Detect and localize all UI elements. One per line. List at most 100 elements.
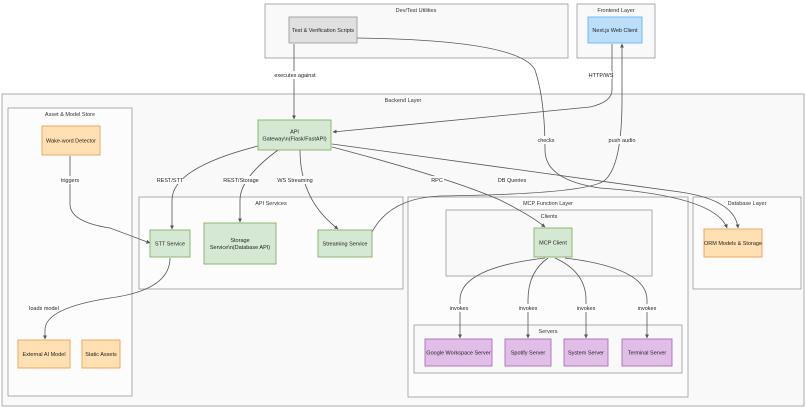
cluster-asset-store-title: Asset & Model Store xyxy=(45,112,95,118)
node-terminal-server-label: Terminal Server xyxy=(628,351,667,357)
label-checks: checks xyxy=(537,136,555,144)
edge-scripts-orm-checks xyxy=(355,37,728,229)
node-system-server-box xyxy=(563,338,609,367)
label-push-audio: push audio xyxy=(609,136,636,144)
svg-text:invokes: invokes xyxy=(638,306,657,312)
node-google-workspace-box xyxy=(424,338,493,367)
node-web-client-label: Next.js Web Client xyxy=(592,28,638,34)
node-test-scripts-label: Test & Verification Scripts xyxy=(292,28,354,34)
node-google-workspace[interactable]: Google Workspace Server xyxy=(424,338,493,367)
cluster-frontend-title: Frontend Layer xyxy=(597,8,634,14)
svg-text:HTTP/WS: HTTP/WS xyxy=(589,73,614,79)
node-mcp-client-label: MCP Client xyxy=(539,241,567,247)
label-rest-storage: REST/Storage xyxy=(223,176,259,184)
svg-text:RPC: RPC xyxy=(431,178,443,184)
edge-wakeword-stt xyxy=(69,156,151,244)
edge-api-streaming xyxy=(299,149,339,230)
svg-text:invokes: invokes xyxy=(577,306,596,312)
svg-text:push audio: push audio xyxy=(609,138,636,144)
node-system-server[interactable]: System Server xyxy=(563,338,609,367)
edge-mcp-terminal xyxy=(564,257,649,339)
edge-stt-externalai xyxy=(43,257,171,340)
node-streaming-service[interactable]: Streaming Service xyxy=(317,229,373,258)
svg-text:executes against: executes against xyxy=(274,73,316,79)
node-storage-service-label: Service\n(Database API) xyxy=(210,245,270,251)
label-invokes-google: invokes xyxy=(449,304,469,312)
node-wake-word-label: Wake-word Detector xyxy=(46,139,96,145)
label-invokes-system: invokes xyxy=(576,304,596,312)
edge-streaming-webclient xyxy=(371,43,624,233)
label-rpc: RPC xyxy=(430,176,444,184)
node-mcp-client-box xyxy=(533,227,573,258)
label-triggers: triggers xyxy=(60,176,80,184)
svg-text:checks: checks xyxy=(537,138,554,144)
node-external-ai-box xyxy=(17,339,71,369)
cluster-dev-test-title: Dev/Test Utilities xyxy=(396,8,437,14)
node-spotify-server[interactable]: Spotify Server xyxy=(504,338,552,367)
node-storage-service-box xyxy=(203,222,277,265)
node-storage-service-label: Storage xyxy=(230,238,249,244)
node-terminal-server-box xyxy=(621,338,673,367)
edge-api-orm xyxy=(331,143,740,229)
node-terminal-server[interactable]: Terminal Server xyxy=(621,338,673,367)
node-stt-service-label: STT Service xyxy=(155,242,185,248)
label-ws-streaming: WS Streaming xyxy=(277,176,313,184)
svg-text:REST/Storage: REST/Storage xyxy=(223,178,258,184)
label-invokes-spotify: invokes xyxy=(518,304,538,312)
label-rest-stt: REST/STT xyxy=(157,176,184,184)
cluster-clients-title: Clients xyxy=(541,214,558,220)
node-external-ai-label: External AI Model xyxy=(22,352,65,358)
node-test-scripts[interactable]: Test & Verification Scripts xyxy=(288,16,358,44)
label-invokes-terminal: invokes xyxy=(637,304,657,312)
svg-text:REST/STT: REST/STT xyxy=(157,178,184,184)
edge-mcp-google xyxy=(458,257,546,339)
svg-text:triggers: triggers xyxy=(61,178,80,184)
node-web-client[interactable]: Next.js Web Client xyxy=(587,16,643,44)
node-google-workspace-label: Google Workspace Server xyxy=(426,351,491,357)
edge-mcp-spotify xyxy=(526,257,549,339)
node-wake-word-box xyxy=(41,125,101,156)
cluster-servers-title: Servers xyxy=(539,329,558,335)
node-static-assets-box xyxy=(81,339,121,369)
node-static-assets[interactable]: Static Assets xyxy=(81,339,121,369)
edge-api-mcpclient xyxy=(331,146,546,228)
label-http-ws: HTTP/WS xyxy=(589,71,614,79)
node-mcp-client[interactable]: MCP Client xyxy=(533,227,573,258)
svg-text:DB Queries: DB Queries xyxy=(498,178,527,184)
edge-mcp-system xyxy=(554,257,588,339)
svg-text:WS Streaming: WS Streaming xyxy=(277,178,312,184)
label-executes-against: executes against xyxy=(274,71,316,79)
node-streaming-service-label: Streaming Service xyxy=(323,242,368,248)
cluster-api-services-title: API Services xyxy=(255,201,287,207)
edge-webclient-api xyxy=(332,44,613,134)
node-streaming-service-box xyxy=(317,229,373,258)
node-spotify-server-box xyxy=(504,338,552,367)
node-static-assets-label: Static Assets xyxy=(85,352,117,358)
node-api-gateway-label: Gateway\n(Flask/FastAPI) xyxy=(262,137,326,143)
cluster-database-title: Database Layer xyxy=(728,201,767,207)
label-db-queries: DB Queries xyxy=(498,176,527,184)
node-orm-models[interactable]: ORM Models & Storage xyxy=(703,228,763,258)
label-loads-model: loads model xyxy=(29,304,59,312)
node-wake-word[interactable]: Wake-word Detector xyxy=(41,125,101,156)
node-orm-models-label: ORM Models & Storage xyxy=(704,241,762,247)
cluster-mcp-function-title: MCP Function Layer xyxy=(523,201,573,207)
edges xyxy=(43,37,740,340)
node-spotify-server-label: Spotify Server xyxy=(511,351,546,357)
svg-text:invokes: invokes xyxy=(519,306,538,312)
node-api-gateway-label: API xyxy=(290,130,299,136)
node-external-ai[interactable]: External AI Model xyxy=(17,339,71,369)
node-stt-service[interactable]: STT Service xyxy=(149,229,191,258)
svg-text:loads model: loads model xyxy=(29,306,59,312)
svg-text:invokes: invokes xyxy=(450,306,469,312)
node-system-server-label: System Server xyxy=(568,351,604,357)
node-test-scripts-box xyxy=(288,16,358,44)
node-orm-models-box xyxy=(703,228,763,258)
cluster-backend-title: Backend Layer xyxy=(385,98,422,104)
node-api-gateway-box xyxy=(257,119,332,151)
edge-labels: executes against HTTP/WS checks push aud… xyxy=(29,71,657,312)
edge-api-stt xyxy=(170,145,259,230)
